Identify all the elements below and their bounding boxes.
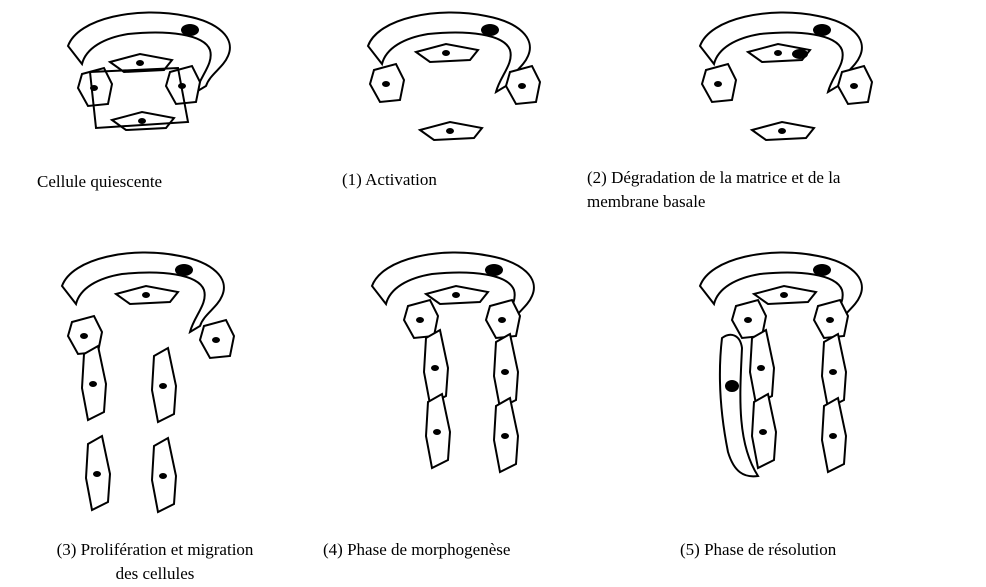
stage-resolution-drawing [700, 253, 862, 477]
stage-activation-drawing [368, 13, 540, 140]
caption-proliferation-line-1: (3) Prolifération et migration [0, 538, 310, 562]
caption-quiescent: Cellule quiescente [37, 170, 162, 194]
stage-morphogenesis-drawing [372, 253, 534, 472]
caption-proliferation: (3) Prolifération et migration des cellu… [0, 538, 310, 586]
stage-quiescent-drawing [68, 13, 230, 130]
stage-degradation-drawing [700, 13, 872, 140]
stage-proliferation-drawing [62, 253, 234, 512]
caption-resolution: (5) Phase de résolution [680, 538, 836, 562]
caption-degradation-line-2: membrane basale [587, 190, 982, 214]
caption-proliferation-line-2: des cellules [0, 562, 310, 586]
caption-degradation: (2) Dégradation de la matrice et de la m… [587, 166, 982, 214]
caption-activation: (1) Activation [342, 168, 437, 192]
caption-degradation-line-1: (2) Dégradation de la matrice et de la [587, 166, 982, 190]
caption-morphogenesis: (4) Phase de morphogenèse [323, 538, 510, 562]
